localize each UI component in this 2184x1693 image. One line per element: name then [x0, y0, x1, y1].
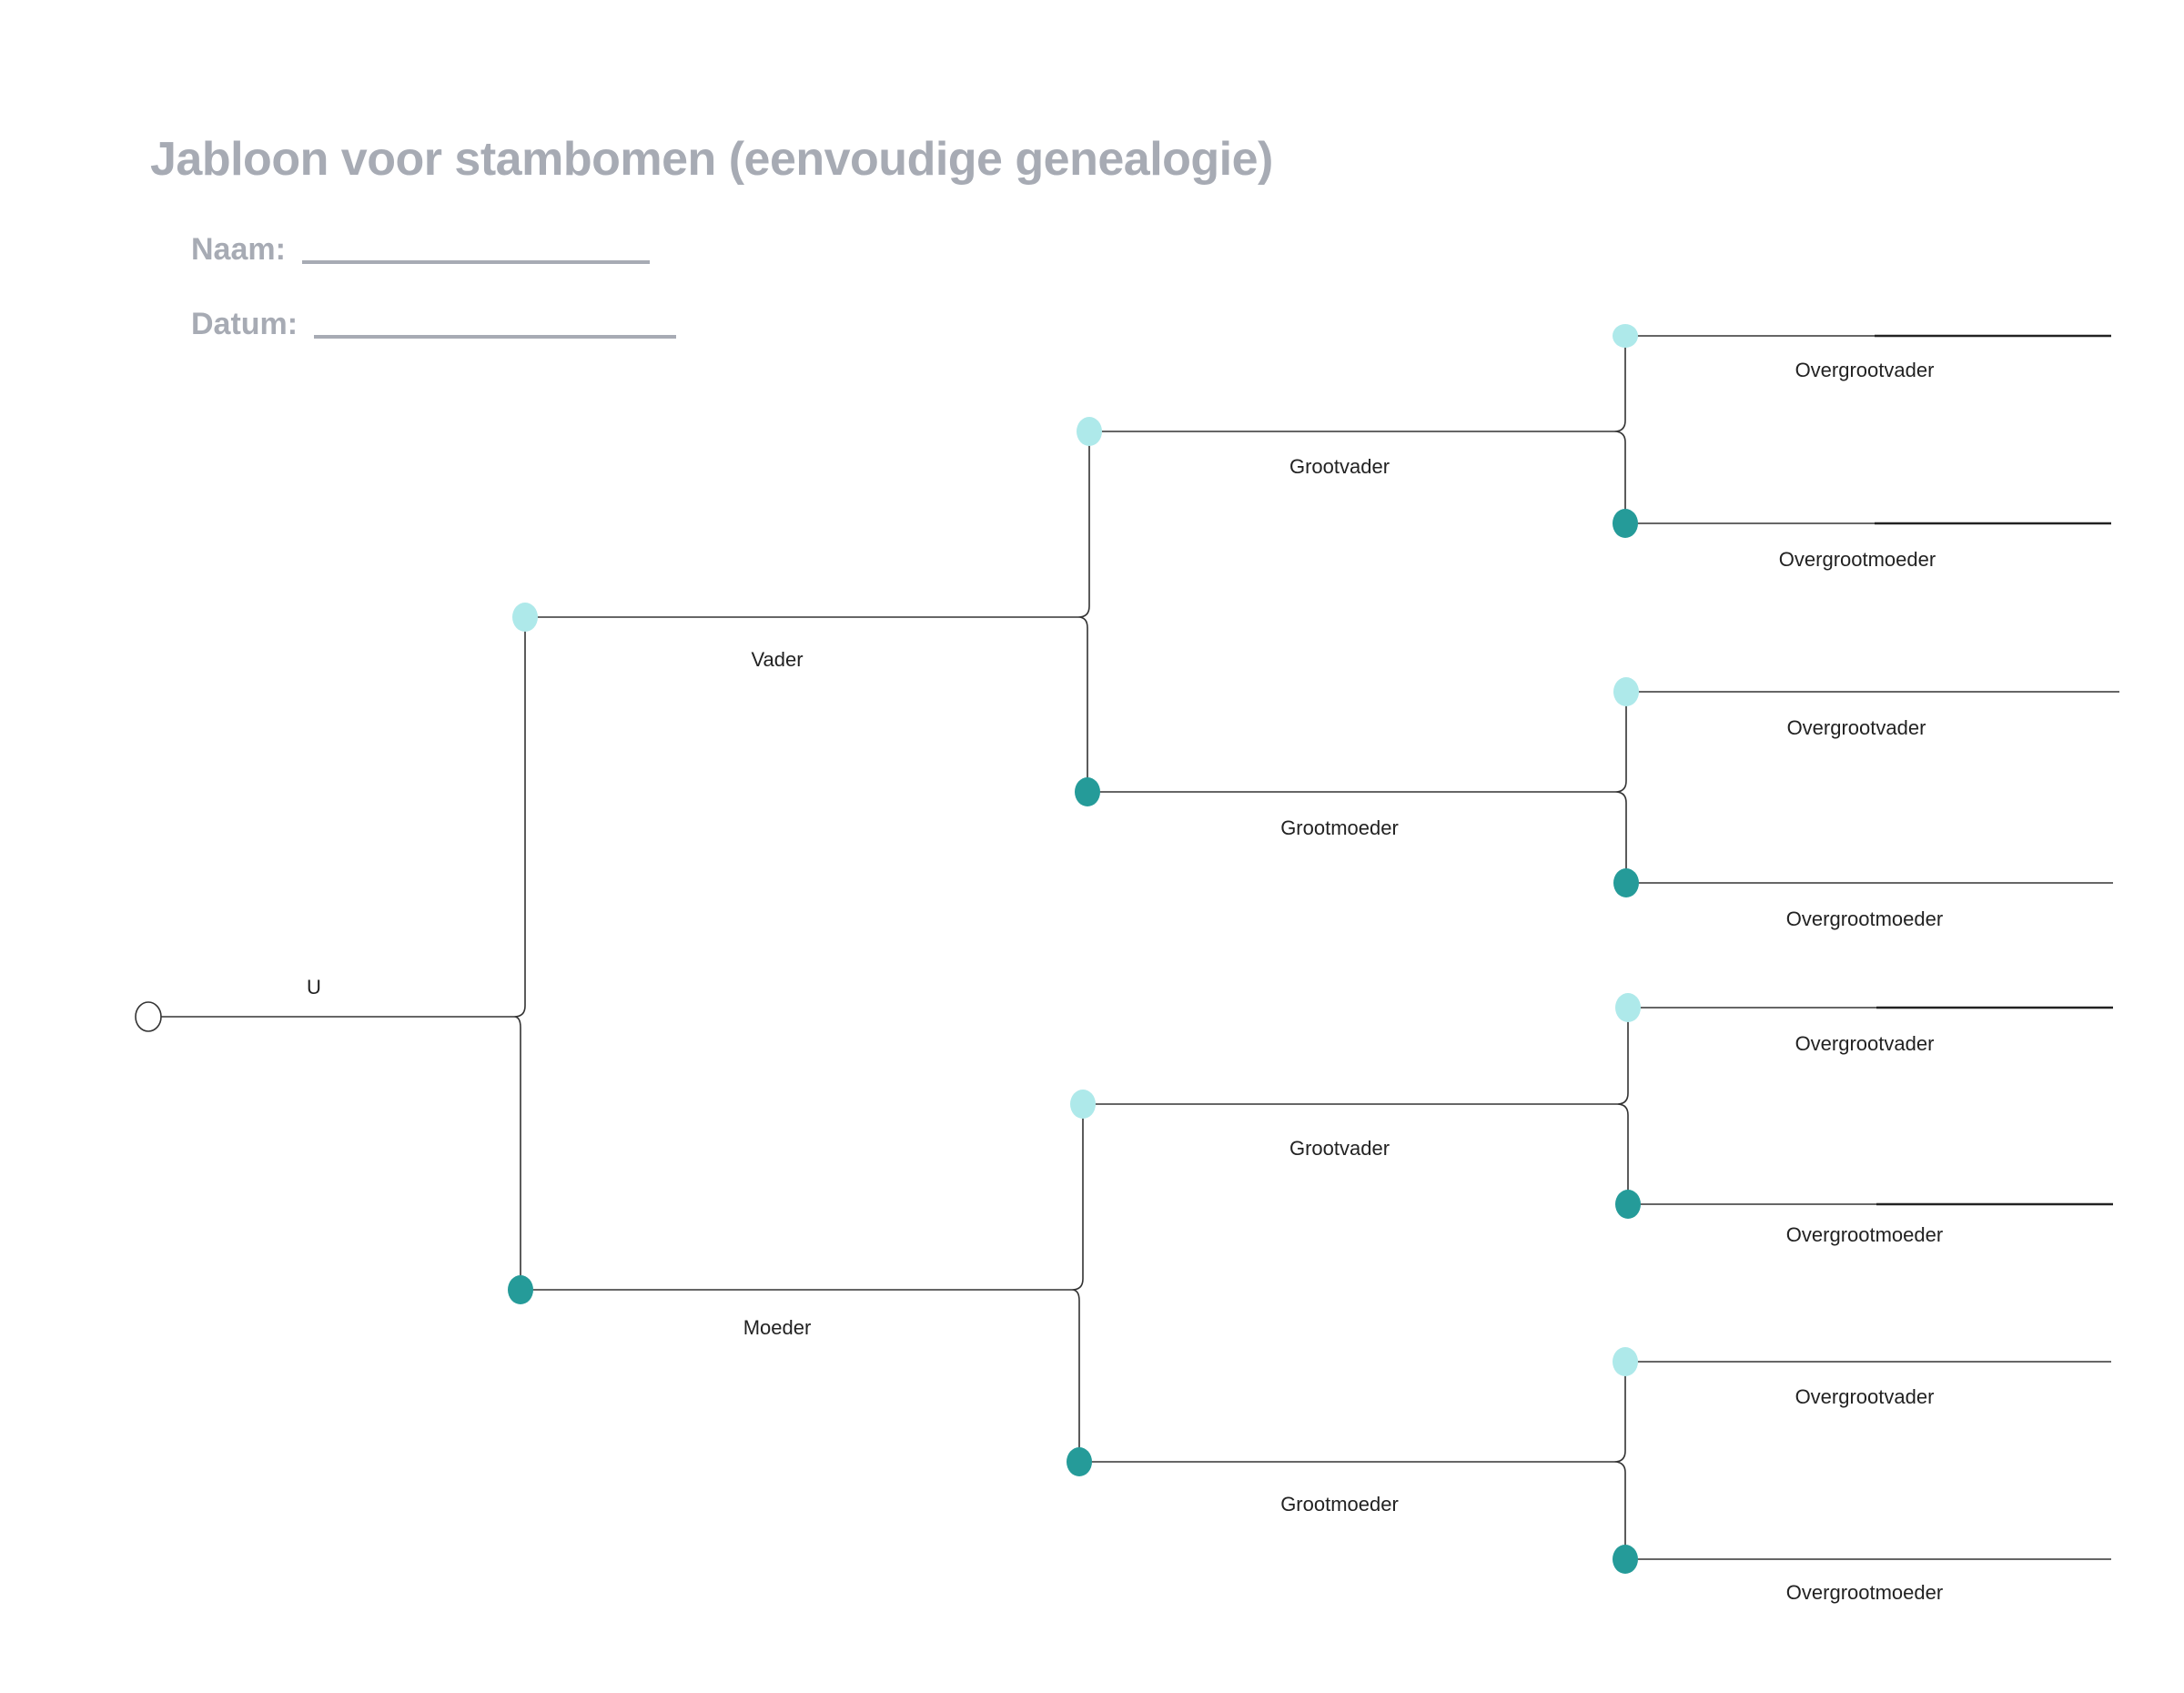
- father-node[interactable]: [512, 603, 538, 632]
- maternal-grandmother-label: Grootmoeder: [1280, 1493, 1399, 1516]
- page-title: Jabloon voor stambomen (eenvoudige genea…: [150, 133, 1273, 186]
- date-field[interactable]: Datum:: [191, 307, 677, 342]
- great-grandparent-label: Overgrootmoeder: [1779, 548, 1936, 571]
- name-blank-line[interactable]: [301, 260, 650, 264]
- great-grandmother-node[interactable]: [1615, 1190, 1641, 1219]
- connector-self: [148, 617, 526, 1290]
- paternal-grandmother-label: Grootmoeder: [1280, 816, 1399, 839]
- great-grandfather-node[interactable]: [1613, 677, 1639, 706]
- maternal-grandmother-node[interactable]: [1067, 1447, 1092, 1476]
- great-grandparent-label: Overgrootmoeder: [1786, 907, 1943, 930]
- mother-node[interactable]: [508, 1275, 533, 1304]
- maternal-grandfather-label: Grootvader: [1289, 1137, 1390, 1160]
- paternal-grandmother-node[interactable]: [1075, 777, 1100, 806]
- connector-mother: [521, 1104, 1084, 1462]
- great-grandparent-label: Overgrootvader: [1795, 1032, 1935, 1055]
- great-grandfather-node[interactable]: [1615, 993, 1641, 1022]
- connector-maternal-grandmother: [1079, 1362, 1626, 1559]
- self-node[interactable]: [135, 1001, 162, 1032]
- connector-paternal-grandfather: [1089, 336, 1626, 523]
- connector-paternal-grandmother: [1087, 692, 1627, 883]
- connector-father: [525, 431, 1090, 792]
- great-grandfather-node[interactable]: [1613, 1347, 1638, 1376]
- paternal-grandfather-label: Grootvader: [1289, 455, 1390, 478]
- maternal-grandfather-node[interactable]: [1070, 1090, 1096, 1119]
- father-label: Vader: [751, 648, 803, 671]
- great-grandmother-node[interactable]: [1613, 509, 1638, 538]
- name-field[interactable]: Naam:: [191, 232, 650, 268]
- great-grandparent-label: Overgrootvader: [1787, 716, 1926, 739]
- connector-maternal-grandfather: [1083, 1008, 1629, 1204]
- date-label: Datum:: [191, 307, 298, 341]
- paternal-grandfather-node[interactable]: [1077, 417, 1102, 446]
- great-grandparent-label: Overgrootvader: [1795, 1385, 1935, 1408]
- mother-label: Moeder: [743, 1316, 812, 1339]
- date-blank-line[interactable]: [314, 335, 677, 339]
- great-grandmother-node[interactable]: [1613, 1545, 1638, 1574]
- great-grandparent-label: Overgrootmoeder: [1786, 1223, 1943, 1246]
- great-grandfather-node[interactable]: [1613, 324, 1638, 348]
- great-grandparent-lines: [1625, 334, 2119, 1560]
- name-label: Naam:: [191, 232, 286, 267]
- great-grandparent-label: Overgrootmoeder: [1786, 1581, 1943, 1604]
- great-grandmother-node[interactable]: [1613, 868, 1639, 897]
- great-grandparent-label: Overgrootvader: [1795, 359, 1935, 381]
- self-label: U: [307, 976, 321, 999]
